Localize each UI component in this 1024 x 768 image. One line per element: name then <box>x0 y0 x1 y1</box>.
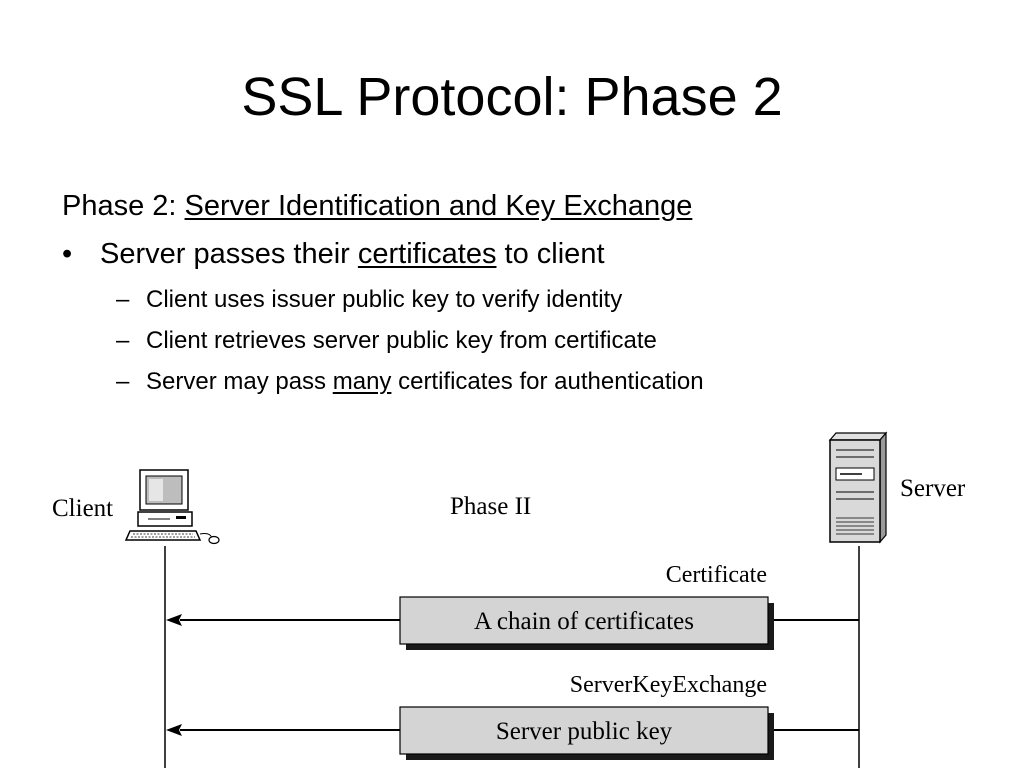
sub-bullet-underlined: many <box>332 368 392 395</box>
message-content: A chain of certificates <box>474 608 694 635</box>
phase-label: Phase II <box>450 493 531 520</box>
bullet-text-before: Server passes their <box>100 238 358 270</box>
bullet-text-after: to client <box>496 238 605 270</box>
arrowhead-icon <box>166 724 182 736</box>
main-bullet: • Server passes their certificates to cli… <box>62 236 605 272</box>
sub-bullet: –Server may pass many certificates for a… <box>116 367 704 397</box>
sub-bullet-text: Server may pass <box>146 368 333 395</box>
client-label: Client <box>52 495 113 522</box>
arrowhead-icon <box>166 614 182 626</box>
server-key-exchange-message: ServerKeyExchange Server public key <box>166 672 859 760</box>
sub-bullet: –Client retrieves server public key from… <box>116 326 657 356</box>
sub-bullet-marker: – <box>116 368 130 395</box>
bullet-marker: • <box>62 238 73 270</box>
message-content: Server public key <box>496 718 673 745</box>
phase-heading: Phase 2: Server Identification and Key E… <box>62 188 692 224</box>
certificate-message: Certificate A chain of certificates <box>166 562 859 650</box>
slide-title: SSL Protocol: Phase 2 <box>241 67 783 127</box>
sub-bullet-marker: – <box>116 286 130 313</box>
sub-bullet-marker: – <box>116 327 130 354</box>
sub-bullet-text: Client uses issuer public key to verify … <box>146 286 623 313</box>
sub-bullet: –Client uses issuer public key to verify… <box>116 285 622 315</box>
client-computer-icon <box>124 469 220 545</box>
server-label: Server <box>900 475 966 502</box>
sub-bullet-text: Client retrieves server public key from … <box>146 327 657 354</box>
server-tower-icon <box>828 431 888 544</box>
sub-bullet-text-after: certificates for authentication <box>391 368 704 395</box>
message-name: ServerKeyExchange <box>570 672 767 698</box>
bullet-text-underlined: certificates <box>357 238 497 270</box>
phase-prefix: Phase 2: <box>62 190 185 222</box>
phase-name: Server Identification and Key Exchange <box>184 190 693 222</box>
message-box <box>399 596 769 645</box>
message-name: Certificate <box>666 562 767 588</box>
message-box <box>399 706 769 755</box>
